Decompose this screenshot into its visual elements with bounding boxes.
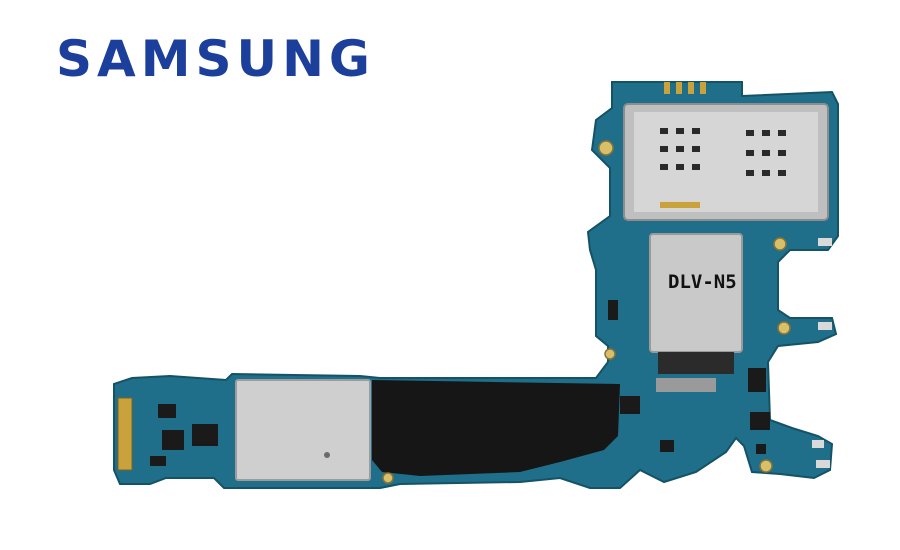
processor-frame [658, 352, 734, 374]
black-cover [372, 380, 620, 476]
edge-pads [812, 238, 832, 468]
processor-shield [649, 233, 743, 353]
sim-tray-inner [634, 112, 818, 212]
sim-gold-pins [660, 82, 706, 208]
samsung-logo: SAMSUNG [56, 30, 375, 88]
small-components [150, 300, 770, 466]
connector-strip [656, 378, 716, 392]
left-shield-can [235, 379, 371, 481]
chip-label: DLV-N5 [668, 271, 737, 293]
mounting-holes [382, 140, 791, 484]
flex-connector [117, 397, 133, 471]
shield-mark [324, 452, 330, 458]
sim-contact-pads [660, 128, 786, 176]
